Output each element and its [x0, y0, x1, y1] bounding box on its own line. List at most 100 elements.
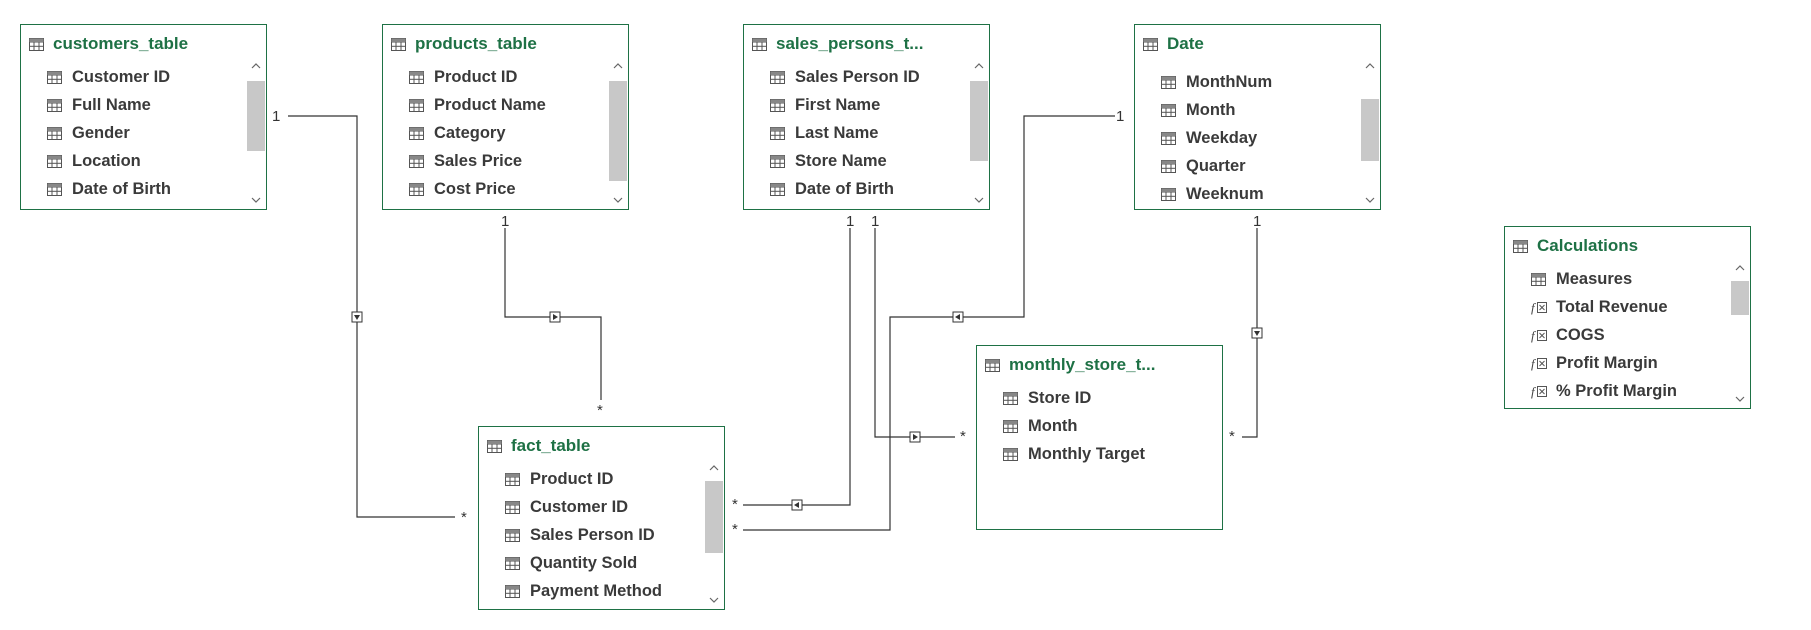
vertical-scrollbar[interactable]	[609, 59, 627, 207]
chevron-down-icon[interactable]	[609, 193, 627, 207]
fx-measure-icon: f	[1531, 300, 1547, 315]
table-grid-icon	[985, 358, 1000, 372]
field-row[interactable]: Product ID	[505, 465, 706, 493]
field-row[interactable]: Weeknum	[1161, 180, 1362, 208]
field-row[interactable]: Full Name	[47, 91, 248, 119]
field-row[interactable]: MonthNum	[1161, 68, 1362, 96]
field-row[interactable]: Month	[1161, 96, 1362, 124]
cardinality-many-label: *	[732, 496, 738, 513]
field-row[interactable]: Month	[1003, 412, 1204, 440]
field-row[interactable]: Sales Person ID	[505, 521, 706, 549]
chevron-down-icon[interactable]	[1361, 193, 1379, 207]
vertical-scrollbar[interactable]	[970, 59, 988, 207]
field-name: Sales Person ID	[530, 525, 655, 544]
table-header[interactable]: products_table	[383, 25, 628, 63]
relationship-line-sales-persons-table-to-monthly-store-table[interactable]	[874, 228, 955, 438]
chevron-down-icon[interactable]	[705, 593, 723, 607]
field-row[interactable]: Sales Price	[409, 147, 610, 175]
table-grid-icon	[770, 70, 785, 84]
chevron-down-icon[interactable]	[247, 193, 265, 207]
cardinality-many-label: *	[1229, 428, 1235, 445]
table-header[interactable]: customers_table	[21, 25, 266, 63]
vertical-scrollbar[interactable]	[247, 59, 265, 207]
field-row[interactable]: Quantity Sold	[505, 549, 706, 577]
table-header[interactable]: sales_persons_t...	[744, 25, 989, 63]
scrollbar-thumb[interactable]	[247, 81, 265, 151]
table-header[interactable]: Date	[1135, 25, 1380, 63]
svg-text:f: f	[1531, 328, 1537, 343]
field-row[interactable]: Store ID	[1003, 384, 1204, 412]
vertical-scrollbar[interactable]	[1731, 261, 1749, 406]
table-grid-icon	[409, 182, 424, 196]
field-row[interactable]: Monthly Target	[1003, 440, 1204, 468]
chevron-up-icon[interactable]	[247, 59, 265, 73]
vertical-scrollbar[interactable]	[705, 461, 723, 607]
field-row[interactable]: Measures	[1531, 265, 1732, 293]
field-row[interactable]: Cost Price	[409, 175, 610, 203]
scrollbar-thumb[interactable]	[1361, 99, 1379, 161]
chevron-down-icon[interactable]	[1731, 392, 1749, 406]
chevron-up-icon[interactable]	[609, 59, 627, 73]
table-grid-icon	[409, 70, 424, 84]
field-row[interactable]: Sales Person ID	[770, 63, 971, 91]
field-row[interactable]: Last Name	[770, 119, 971, 147]
field-row[interactable]: Location	[47, 147, 248, 175]
chevron-up-icon[interactable]	[1361, 59, 1379, 73]
table-grid-icon	[1003, 419, 1018, 433]
field-row[interactable]: First Name	[770, 91, 971, 119]
field-list[interactable]: YearMonthNumMonthWeekdayQuarterWeeknum	[1135, 63, 1362, 209]
relationship-line-date-table-to-monthly-store-table[interactable]	[1242, 228, 1258, 438]
field-row[interactable]: Product Name	[409, 91, 610, 119]
scrollbar-thumb[interactable]	[705, 481, 723, 553]
table-grid-icon	[1161, 103, 1176, 117]
table-grid-icon	[47, 154, 62, 168]
field-name: Quantity Sold	[530, 553, 638, 572]
field-name: Month	[1186, 100, 1236, 119]
field-row[interactable]: Date of Birth	[770, 175, 971, 203]
filter-direction-icon	[909, 431, 921, 443]
table-header[interactable]: fact_table	[479, 427, 724, 465]
field-row[interactable]: Store Name	[770, 147, 971, 175]
field-row[interactable]: f% Profit Margin	[1531, 377, 1732, 405]
field-name: Measures	[1556, 269, 1633, 288]
relationship-line-sales-persons-table-to-fact-table[interactable]	[743, 228, 851, 506]
field-row[interactable]: Customer ID	[505, 493, 706, 521]
scrollbar-thumb[interactable]	[609, 81, 627, 181]
field-row[interactable]: Gender	[47, 119, 248, 147]
chevron-up-icon[interactable]	[970, 59, 988, 73]
chevron-up-icon[interactable]	[705, 461, 723, 475]
field-row[interactable]: Weekday	[1161, 124, 1362, 152]
vertical-scrollbar[interactable]	[1361, 59, 1379, 207]
field-row[interactable]: Quarter	[1161, 152, 1362, 180]
field-row[interactable]: Product ID	[409, 63, 610, 91]
chevron-down-icon[interactable]	[970, 193, 988, 207]
table-header[interactable]: Calculations	[1505, 227, 1750, 265]
field-name: Weekday	[1186, 128, 1258, 147]
relationship-line-products-table-to-fact-table[interactable]	[504, 228, 602, 400]
field-row[interactable]: Category	[409, 119, 610, 147]
scrollbar-thumb[interactable]	[1731, 281, 1749, 315]
scrollbar-thumb[interactable]	[970, 81, 988, 161]
table-grid-icon	[770, 98, 785, 112]
field-row[interactable]: Payment Method	[505, 577, 706, 605]
field-row[interactable]: Customer ID	[47, 63, 248, 91]
chevron-up-icon[interactable]	[1731, 261, 1749, 275]
field-row[interactable]: Date of Birth	[47, 175, 248, 203]
table-header[interactable]: monthly_store_t...	[977, 346, 1222, 384]
table-card-date-table[interactable]: DateYearMonthNumMonthWeekdayQuarterWeekn…	[1134, 24, 1381, 210]
